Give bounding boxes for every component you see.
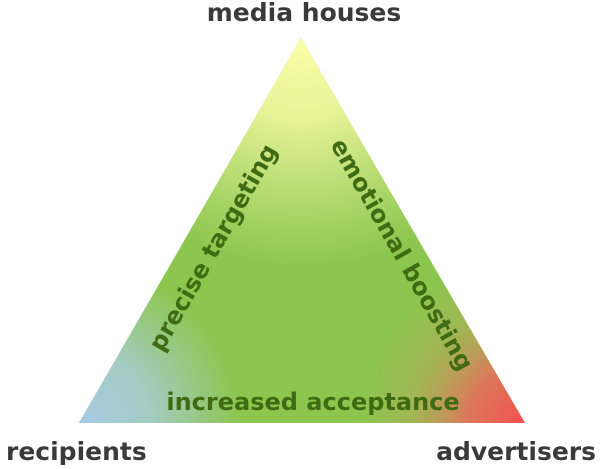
edge-label-bottom: increased acceptance: [166, 388, 459, 416]
vertex-label-bottom-right: advertisers: [436, 437, 596, 466]
vertex-label-top: media houses: [207, 0, 402, 27]
vertex-label-bottom-left: recipients: [6, 437, 147, 466]
